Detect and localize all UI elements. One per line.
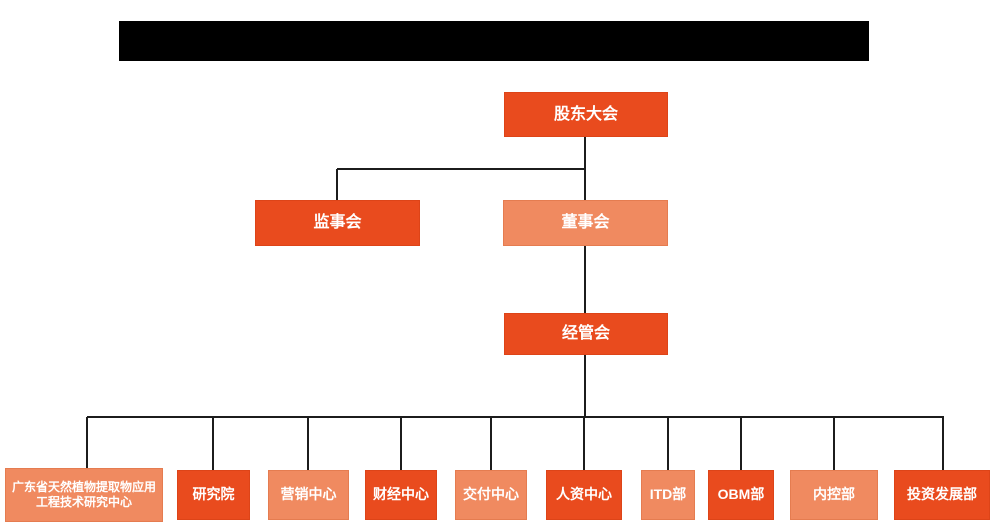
org-node-shareholders-meeting: 股东大会 bbox=[504, 92, 668, 137]
org-node-delivery-center: 交付中心 bbox=[455, 470, 527, 520]
connector-line bbox=[307, 417, 309, 470]
org-node-management-committee: 经管会 bbox=[504, 313, 668, 355]
org-node-research-institute: 研究院 bbox=[177, 470, 250, 520]
connector-line bbox=[212, 417, 214, 470]
connector-line bbox=[336, 169, 338, 200]
org-node-finance-center: 财经中心 bbox=[365, 470, 437, 520]
org-node-marketing-center: 营销中心 bbox=[268, 470, 349, 520]
connector-line bbox=[584, 355, 586, 417]
connector-line bbox=[583, 417, 585, 470]
connector-line bbox=[490, 417, 492, 470]
org-node-obm-dept: OBM部 bbox=[708, 470, 774, 520]
connector-line bbox=[86, 417, 88, 470]
connector-line bbox=[740, 417, 742, 470]
connector-line bbox=[400, 417, 402, 470]
connector-line bbox=[584, 246, 586, 313]
redacted-title-bar bbox=[119, 21, 869, 61]
org-node-investment-dev-dept: 投资发展部 bbox=[894, 470, 990, 520]
connector-line bbox=[942, 417, 944, 470]
connector-line bbox=[667, 417, 669, 470]
org-node-hr-center: 人资中心 bbox=[546, 470, 622, 520]
org-node-board-of-directors: 董事会 bbox=[503, 200, 668, 246]
connector-line bbox=[87, 416, 944, 418]
org-node-itd-dept: ITD部 bbox=[641, 470, 695, 520]
connector-line bbox=[337, 168, 586, 170]
connector-line bbox=[833, 417, 835, 470]
org-node-gd-plant-extract-research-center: 广东省天然植物提取物应用工程技术研究中心 bbox=[5, 468, 163, 522]
org-node-internal-control-dept: 内控部 bbox=[790, 470, 878, 520]
org-node-supervisory-board: 监事会 bbox=[255, 200, 420, 246]
